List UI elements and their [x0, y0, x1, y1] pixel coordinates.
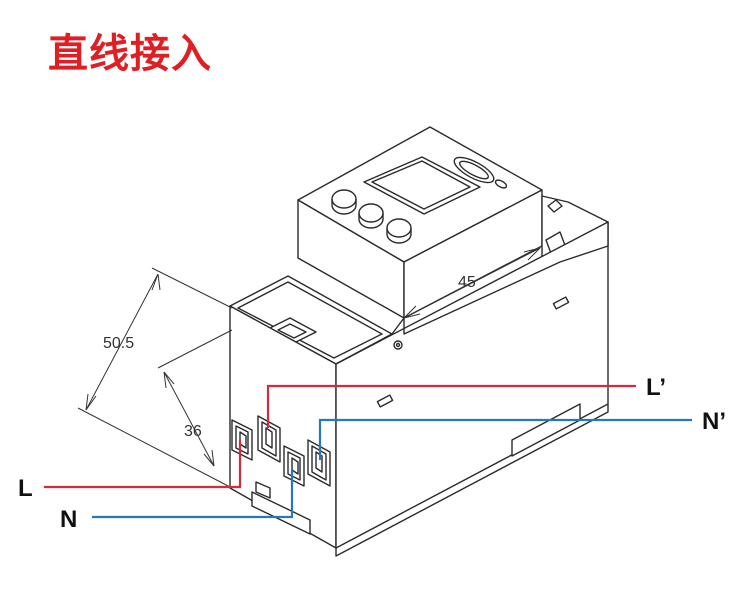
wire-n-in [92, 470, 294, 519]
display-slot [453, 156, 495, 184]
meter-body [229, 126, 609, 557]
dimension-50-5-line [85, 273, 159, 411]
terminal-holes [231, 415, 331, 487]
wire-label-l-out: L’ [646, 374, 666, 401]
wires [44, 384, 692, 519]
wire-l-in [44, 440, 242, 489]
wire-label-l-in: L [18, 475, 33, 502]
wire-label-n-out: N’ [702, 408, 726, 435]
page-title: 直线接入 [48, 31, 212, 77]
wire-l-out [266, 384, 636, 428]
wire-label-n-in: N [60, 506, 77, 533]
dimension-45-label: 45 [458, 274, 476, 291]
dimension-45-line [403, 247, 541, 319]
dimension-lines [77, 247, 541, 489]
lcd-display [363, 156, 481, 215]
terminal-2 [257, 415, 281, 463]
wire-n-out [318, 418, 692, 460]
dimension-36-line [163, 371, 215, 467]
terminal-3 [283, 445, 305, 487]
dimension-50-5-label: 50.5 [103, 335, 134, 352]
dimension-36-label: 36 [184, 423, 202, 440]
din-rail-foot [251, 491, 311, 535]
control-buttons [331, 189, 412, 244]
